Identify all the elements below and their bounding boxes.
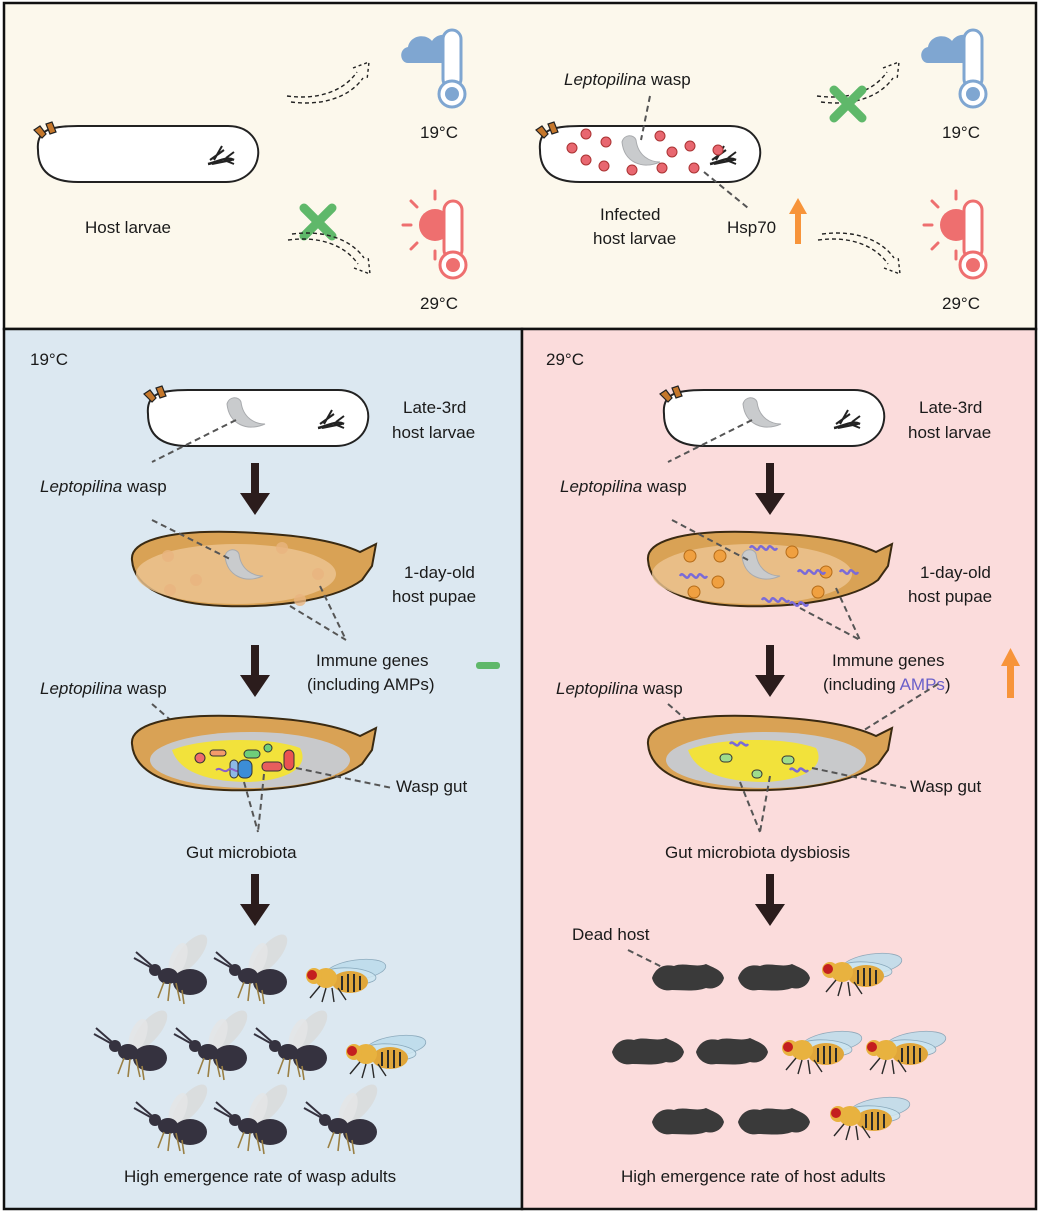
left-gut-pointer bbox=[295, 767, 393, 789]
right-pupae-line2: host pupae bbox=[908, 587, 992, 606]
right-larvae-line1: Late-3rd bbox=[919, 398, 982, 417]
dead-host-label: Dead host bbox=[572, 925, 650, 944]
left-gut-microbiota-label: Gut microbiota bbox=[186, 843, 297, 862]
temp-19-left: 19°C bbox=[420, 123, 458, 142]
temp-19-right: 19°C bbox=[942, 123, 980, 142]
left-larvae-line2: host larvae bbox=[392, 423, 475, 442]
right-immune-pointer-a bbox=[799, 607, 861, 641]
right-amp-coils bbox=[678, 545, 860, 607]
hsp70-dots bbox=[566, 128, 724, 176]
dead-host bbox=[652, 964, 724, 991]
right-pupae-line1: 1-day-old bbox=[920, 563, 991, 582]
left-wasp-label1: Leptopilina wasp bbox=[40, 477, 167, 496]
right-pupa-wasp-pointer bbox=[671, 519, 749, 561]
left-microbiota-pointer-a bbox=[243, 781, 259, 833]
no-change-minus-icon bbox=[476, 662, 500, 669]
immune-up-arrow-icon bbox=[1001, 648, 1020, 698]
left-wasp-gut-label: Wasp gut bbox=[396, 777, 467, 796]
right-wasp-gut-label: Wasp gut bbox=[910, 777, 981, 796]
left-wasp-label2: Leptopilina wasp bbox=[40, 679, 167, 698]
wasp-pointer-top bbox=[640, 95, 651, 141]
dead-host-pointer bbox=[627, 949, 665, 969]
wasp-label-top: Leptopilina wasp bbox=[564, 70, 691, 89]
right-immune-line2: (including AMPs) bbox=[823, 675, 951, 694]
left-gut-microbes bbox=[194, 743, 295, 779]
dead-host bbox=[696, 1038, 768, 1065]
right-wasp-label2: Leptopilina wasp bbox=[556, 679, 683, 698]
up-arrow-hsp70 bbox=[789, 198, 807, 244]
left-larvae-line1: Late-3rd bbox=[403, 398, 466, 417]
dead-host bbox=[652, 1108, 724, 1135]
dead-host bbox=[612, 1038, 684, 1065]
right-gut-pointer bbox=[811, 767, 907, 789]
right-microbiota-pointer-a bbox=[739, 781, 761, 833]
right-wasp-pointer1 bbox=[667, 419, 753, 463]
left-pupa-faint-dots bbox=[162, 542, 324, 606]
thermometer-cold-left-icon bbox=[437, 28, 467, 109]
host-larvae-label: Host larvae bbox=[85, 218, 171, 237]
left-immune-line2: (including AMPs) bbox=[307, 675, 435, 694]
thermometer-cold-right-icon bbox=[958, 28, 988, 109]
dead-host bbox=[738, 1108, 810, 1135]
right-wasp-gut bbox=[688, 739, 819, 782]
left-pupae-line2: host pupae bbox=[392, 587, 476, 606]
right-wasp-label1: Leptopilina wasp bbox=[560, 477, 687, 496]
hsp70-label: Hsp70 bbox=[727, 218, 776, 237]
thermometer-hot-right-icon bbox=[958, 199, 988, 280]
dead-host bbox=[738, 964, 810, 991]
infected-line2: host larvae bbox=[593, 229, 676, 248]
host-larva-top bbox=[32, 120, 260, 184]
left-outcome: High emergence rate of wasp adults bbox=[124, 1167, 396, 1186]
left-larva bbox=[142, 384, 370, 448]
right-outcome: High emergence rate of host adults bbox=[621, 1167, 886, 1186]
temp-29-left: 29°C bbox=[420, 294, 458, 313]
right-larva bbox=[658, 384, 886, 448]
left-pupa-wasp-pointer bbox=[151, 519, 233, 561]
right-dysbiosis-label: Gut microbiota dysbiosis bbox=[665, 843, 850, 862]
left-panel-temp: 19°C bbox=[30, 350, 68, 369]
right-larvae-line2: host larvae bbox=[908, 423, 991, 442]
right-panel-temp: 29°C bbox=[546, 350, 584, 369]
left-wasp-pointer1 bbox=[151, 419, 237, 463]
right-immune-line1: Immune genes bbox=[832, 651, 944, 670]
temp-29-right: 29°C bbox=[942, 294, 980, 313]
left-immune-pointer-a bbox=[289, 605, 347, 641]
infected-line1: Infected bbox=[600, 205, 661, 224]
thermometer-hot-left-icon bbox=[438, 199, 468, 280]
left-immune-line1: Immune genes bbox=[316, 651, 428, 670]
right-pupa-dots bbox=[683, 545, 833, 599]
left-pupae-line1: 1-day-old bbox=[404, 563, 475, 582]
right-gut-microbes bbox=[719, 741, 810, 779]
